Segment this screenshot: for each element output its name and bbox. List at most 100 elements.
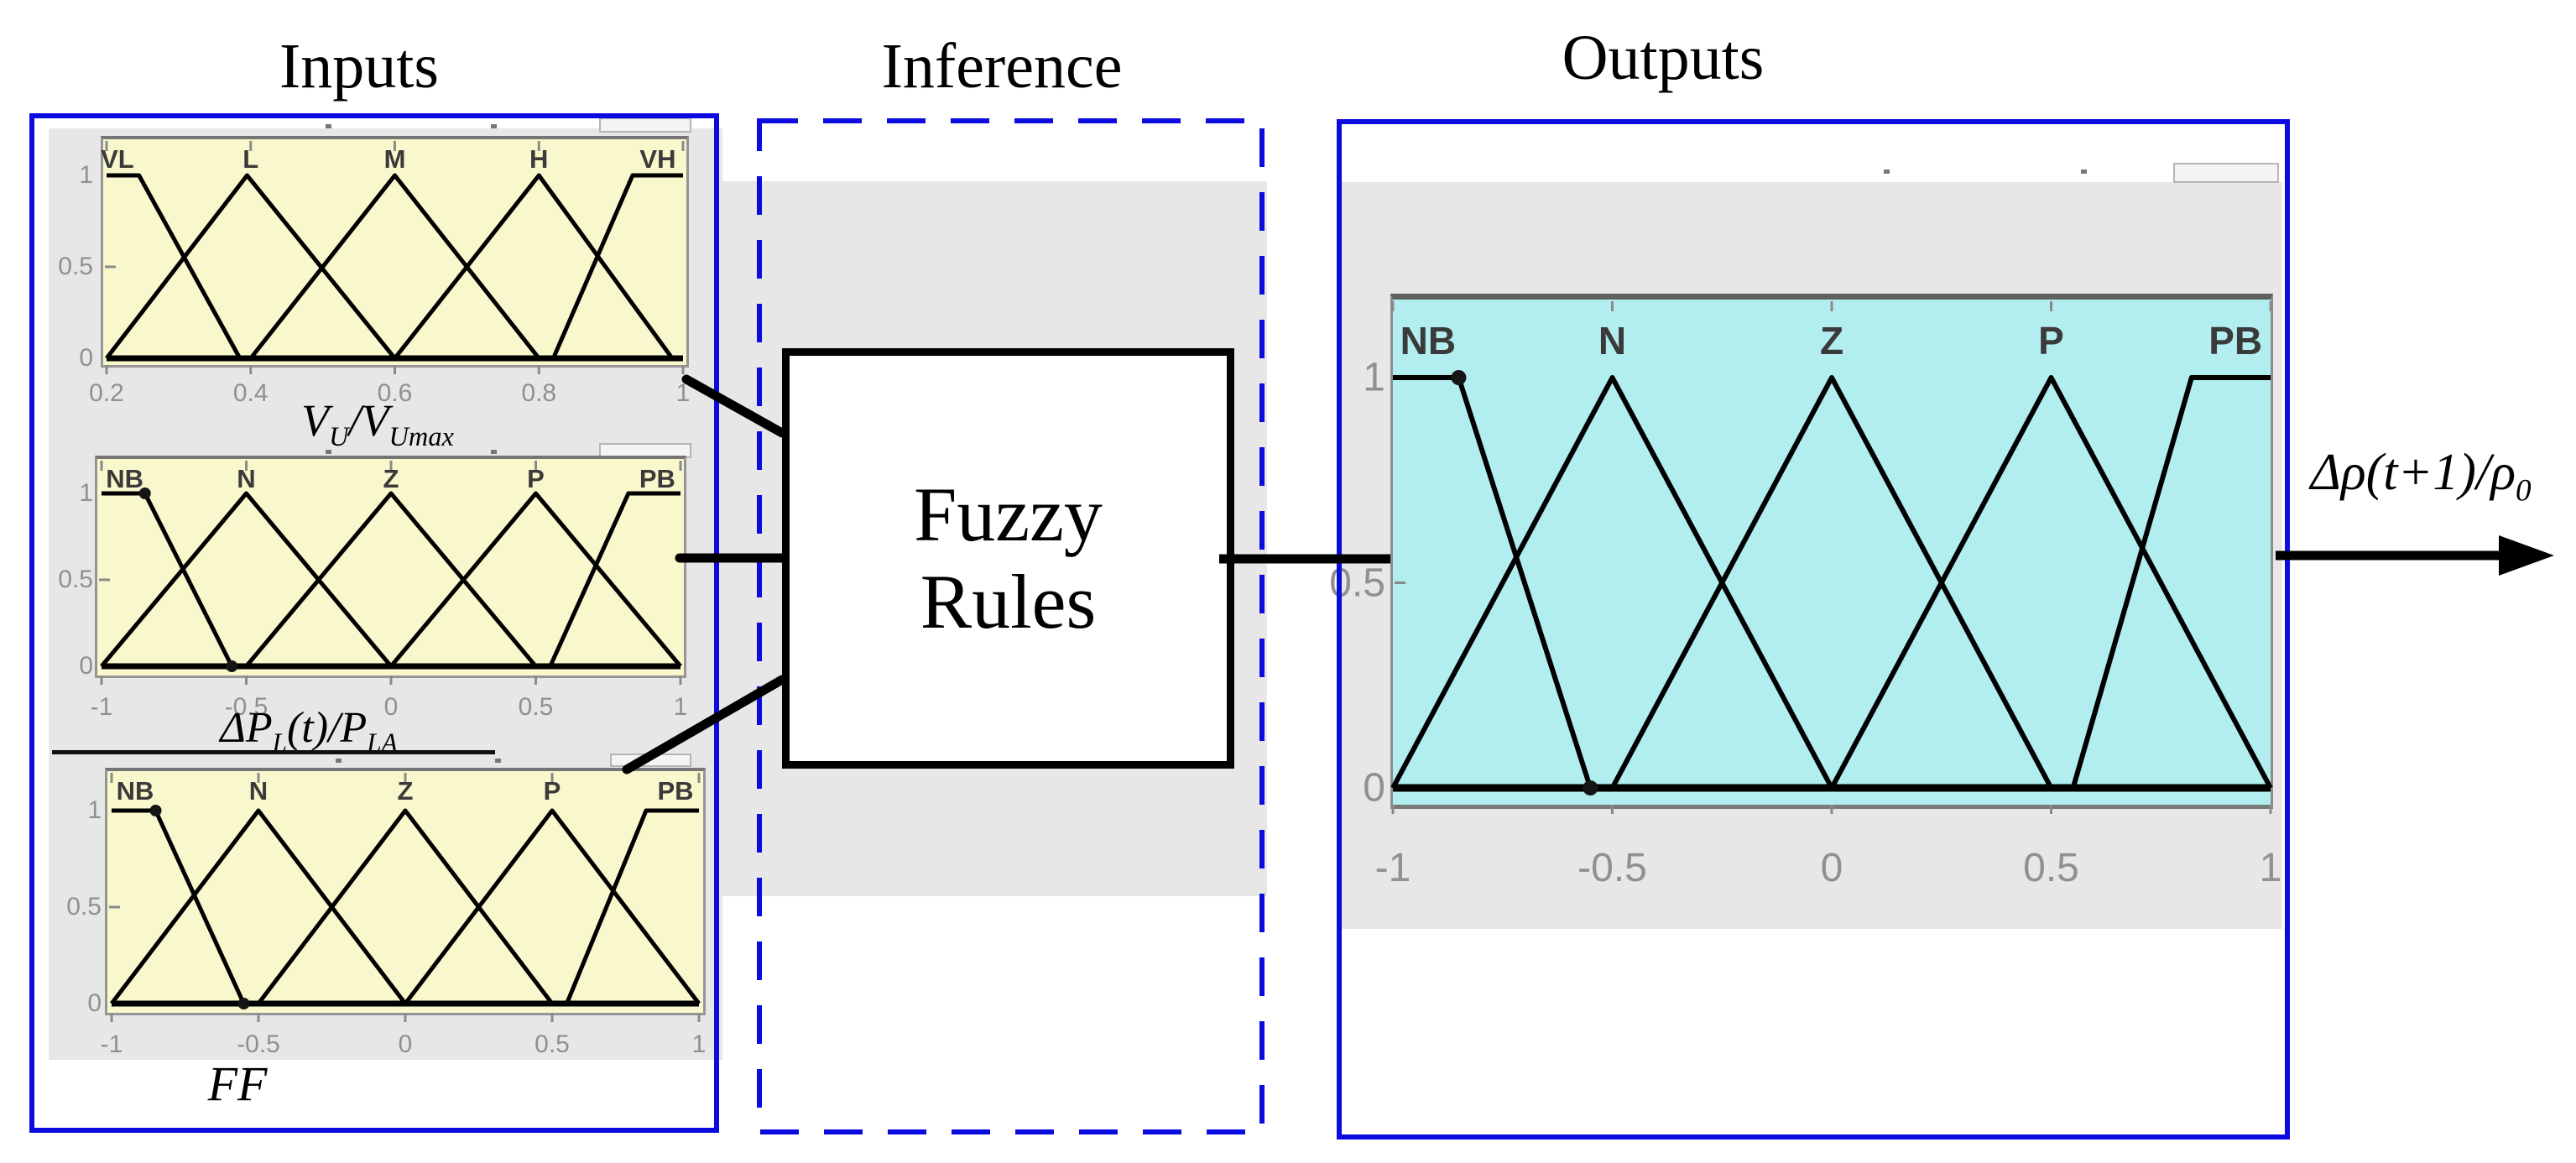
input1-curves [105,141,685,374]
mf-label-Z: Z [1819,319,1844,362]
mf-curve-P [389,491,682,668]
input2-strip-tick [326,450,331,454]
x-tick-label: -0.5 [237,1030,280,1058]
mf-label-NB: NB [1400,319,1457,362]
x-tick-label: -1 [90,693,113,721]
mf-label-P: P [2038,319,2064,362]
input3-axis-formula: FF [207,1056,268,1111]
x-tick-label: 0.8 [521,379,557,407]
mf-label-P: P [543,776,561,806]
mf-curve-M [248,173,541,360]
fuzzy-rules-line2: Rules [920,558,1097,644]
y-tick-label: 0 [1363,765,1385,811]
input3-membership-plot: NB N Z P PB -1 -0.5 0 0.5 1 1 0.5 0 [66,768,706,1058]
mf-label-PB: PB [639,464,675,493]
output-strip-tick [1884,169,1890,174]
fuzzy-rules-line1: Fuzzy [914,472,1103,558]
output-arrow-head [2499,535,2554,576]
output-arrow-formula: Δρ(t+1)/ρ0 [2310,444,2532,508]
output-curves [1390,301,2273,814]
input3-curves [109,773,701,1022]
y-tick-label: 0.5 [66,893,102,920]
inputs-box-border [29,113,719,1133]
mf-label-P: P [527,464,545,493]
mf-label-N: N [237,464,256,493]
x-tick-label: 1 [691,1030,707,1058]
input1-panel-button [599,117,691,133]
mf-label-VH: VH [639,144,676,174]
mf-label-NB: NB [106,464,143,493]
input3-strip-tick [495,759,501,763]
mf-label-PB: PB [2208,319,2263,362]
mf-curve-N [1390,375,1834,790]
mf-corner-marker [138,488,151,499]
y-tick-label: 0 [79,652,93,680]
mf-label-VL: VL [101,144,134,174]
mf-curve-P [1829,375,2273,790]
x-tick-label: -0.5 [224,693,269,721]
outputs-box-border [1337,119,2290,1140]
y-tick-label: 0.5 [58,566,93,593]
mf-curve-PB [2070,375,2271,789]
x-tick-label: 0.4 [232,379,269,407]
mf-label-N: N [248,776,269,806]
y-tick-label: 1 [79,479,93,507]
x-tick-label: 0 [1820,846,1843,890]
y-tick-label: 1 [79,161,93,189]
input1-strip-tick [491,124,497,128]
mf-curve-P [404,808,701,1005]
mf-label-NB: NB [116,776,154,806]
output-panel-button [2173,163,2279,183]
input2-curves [99,461,682,685]
mf-curve-Z [1609,375,2054,790]
mf-curve-PB [548,491,681,668]
mf-corner-marker [237,998,250,1009]
input2-strip-tick [491,450,497,454]
x-tick-label: 0.5 [518,693,554,721]
x-tick-label: -1 [1374,846,1411,890]
mf-curve-VH [551,173,683,359]
x-tick-label: -1 [100,1030,123,1058]
outputs-title: Outputs [1562,23,1765,93]
mf-label-N: N [1598,319,1627,362]
inputs-title: Inputs [279,31,439,102]
mf-curve-PB [565,808,699,1004]
y-tick-label: 0.5 [58,253,93,280]
mf-label-H: H [529,144,549,174]
mf-curve-Z [257,808,554,1005]
mf-curve-L [105,173,397,360]
x-tick-label: 0 [383,693,399,721]
mf-label-Z: Z [397,776,414,806]
x-tick-label: 0.5 [534,1030,570,1058]
inference-title: Inference [881,31,1123,102]
input2-formula-underline [52,750,495,754]
input1-strip-tick [326,124,331,128]
x-tick-label: 0 [398,1030,413,1058]
mf-curve-N [100,491,393,668]
mf-corner-marker [1583,780,1598,795]
input1-axis-formula: VU/VUmax [301,395,454,452]
mf-label-Z: Z [383,464,399,493]
y-tick-label: 1 [87,796,102,824]
x-tick-label: 0.5 [2023,846,2079,890]
mf-curve-H [393,173,675,360]
mf-curve-VL [107,173,242,360]
x-tick-label: -0.5 [1577,846,1647,890]
x-tick-label: 1 [2259,846,2282,890]
input3-strip-tick [336,759,342,763]
fuzzy-rules-box: Fuzzy Rules [782,348,1234,769]
mf-curve-N [110,808,407,1005]
y-tick-label: 0 [79,344,93,372]
x-tick-label: 0.6 [377,379,413,407]
output-strip-tick [2081,169,2087,174]
y-tick-label: 1 [1363,355,1385,400]
y-tick-label: 0 [87,989,102,1017]
mf-label-M: M [383,144,406,174]
mf-corner-marker [226,660,238,672]
mf-label-PB: PB [657,776,694,806]
mf-corner-marker [1451,370,1467,385]
